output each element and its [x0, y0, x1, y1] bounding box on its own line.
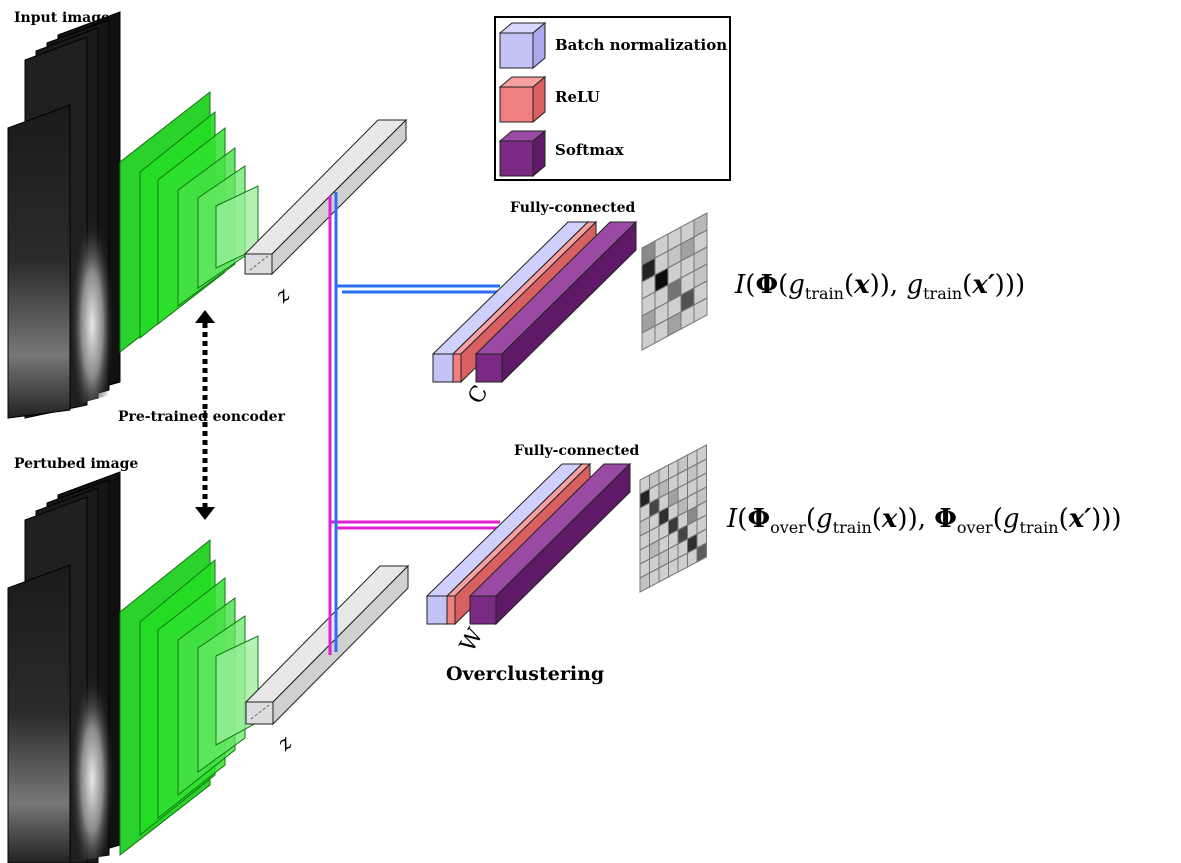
c-label: C — [464, 381, 494, 408]
latent-top — [243, 118, 408, 276]
encoder-top — [119, 90, 259, 354]
overclustering-label: Overclustering — [446, 663, 604, 685]
fc-bottom-label: Fully-connected — [514, 443, 639, 459]
z-top-label: z — [269, 282, 294, 307]
input-image-stack — [7, 11, 121, 419]
encoder-arrow — [195, 310, 215, 520]
perturbed-image-label: Pertubed image — [14, 456, 138, 472]
w-label: W — [456, 624, 489, 656]
matrix-cell — [693, 297, 708, 323]
fc-top-block — [431, 220, 638, 384]
latent-bottom — [244, 564, 410, 726]
encoder-bottom — [119, 538, 259, 857]
cluster-matrix-bottom — [639, 444, 707, 593]
encoder-label: Pre-trained eoncoder — [118, 409, 286, 425]
cluster-matrix-top — [641, 212, 708, 351]
fc-bottom-block — [425, 462, 632, 626]
matrix-cell — [696, 542, 707, 563]
input-image-label: Input image — [14, 10, 110, 26]
legend: Batch normalization ReLU Softmax — [494, 16, 731, 181]
perturbed-image-stack — [7, 471, 121, 863]
equation-bottom: I(Φover(gtrain(x)), Φover(gtrain(x′))) — [726, 504, 1122, 537]
connections — [328, 192, 500, 655]
equation-top: I(Φ(gtrain(x)), gtrain(x′))) — [734, 270, 1025, 303]
legend-softmax-swatch — [498, 129, 547, 178]
legend-bn-label: Batch normalization — [555, 36, 727, 54]
fc-top-label: Fully-connected — [510, 200, 635, 216]
legend-bn-swatch — [498, 21, 547, 70]
legend-relu-label: ReLU — [555, 88, 600, 106]
z-bottom-label: z — [271, 730, 296, 755]
legend-softmax-label: Softmax — [555, 141, 625, 159]
legend-relu-swatch — [498, 75, 547, 124]
